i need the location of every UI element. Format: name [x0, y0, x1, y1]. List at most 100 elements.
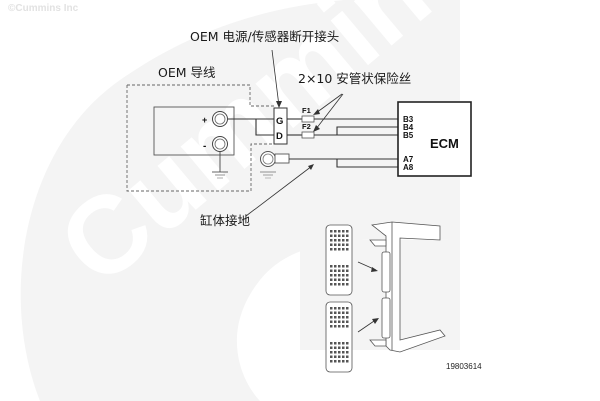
- connector-pin-hole: [342, 316, 345, 319]
- connector-pin-hole: [346, 265, 349, 268]
- connector-pin-hole: [334, 248, 337, 251]
- wire-ground-to-a8: [336, 159, 399, 168]
- connector-pin-hole: [338, 269, 341, 272]
- ecm-box: [397, 101, 472, 177]
- fuse-f1-label: F1: [302, 106, 311, 115]
- connector-pin-hole: [330, 248, 333, 251]
- connector-pin-hole: [342, 346, 345, 349]
- ecm-pin-b4: B4: [403, 123, 414, 132]
- connector-pin-hole: [330, 230, 333, 233]
- connector-pin-hole: [334, 278, 337, 281]
- battery-negative-terminal-icon: [212, 136, 228, 152]
- connector-pin-hole: [342, 351, 345, 354]
- connector-pin-hole: [338, 243, 341, 246]
- connector-pin-hole: [346, 239, 349, 242]
- connector-pin-hole: [342, 355, 345, 358]
- connector-pin-hole: [330, 360, 333, 363]
- ecm-lower-port: [381, 297, 391, 339]
- connector-pin-hole: [342, 239, 345, 242]
- copyright-notice: ©Cummins Inc: [8, 3, 79, 14]
- fuse-f1-leader-arrow: [313, 109, 320, 115]
- connector-pin-hole: [330, 316, 333, 319]
- connector-pin-hole: [334, 316, 337, 319]
- connector-pin-hole: [330, 346, 333, 349]
- connector-pin-hole: [330, 283, 333, 286]
- ecm-pin-b3: B3: [403, 115, 414, 124]
- battery-ground-icon: [212, 171, 228, 179]
- fuse-f2-leader-arrow: [313, 125, 320, 132]
- connector-pin-hole: [334, 243, 337, 246]
- connector-pin-hole: [338, 239, 341, 242]
- battery-positive-label: +: [202, 115, 207, 125]
- connector-pin-hole: [334, 283, 337, 286]
- oem-connector-label: OEM 电源/传感器断开接头: [190, 29, 339, 44]
- battery-positive-branch-wire: [255, 119, 274, 136]
- connector-pin-hole: [342, 325, 345, 328]
- ground-leader-arrow: [308, 164, 314, 170]
- connector-pin-hole: [338, 320, 341, 323]
- connector-pin-hole: [342, 278, 345, 281]
- connector-pin-hole: [334, 234, 337, 237]
- watermark-shape: [20, 0, 460, 401]
- connector-pin-hole: [346, 243, 349, 246]
- connector-pin-hole: [338, 351, 341, 354]
- connector-pin-hole: [334, 351, 337, 354]
- ecm-top-flange: [369, 239, 387, 247]
- battery-negative-label: -: [203, 141, 206, 152]
- connector-pin-g: G: [276, 116, 283, 127]
- connector-pin-hole: [342, 248, 345, 251]
- connector-pin-hole: [338, 248, 341, 251]
- connector-pin-hole: [338, 283, 341, 286]
- connector-pin-hole: [334, 325, 337, 328]
- connector-pin-hole: [330, 320, 333, 323]
- connector-pin-hole: [342, 342, 345, 345]
- connector-pin-hole: [346, 278, 349, 281]
- fuse-f2-icon: [301, 131, 315, 139]
- connector-pin-hole: [334, 239, 337, 242]
- connector-pin-hole: [334, 269, 337, 272]
- upper-harness-connector: [325, 224, 353, 296]
- figure-number: 19803614: [446, 362, 482, 371]
- fuse-f1-leader-line: [315, 93, 343, 114]
- ecm-pin-b5: B5: [403, 131, 414, 140]
- connector-pin-hole: [338, 274, 341, 277]
- connector-pin-hole: [330, 342, 333, 345]
- connector-pin-hole: [346, 325, 349, 328]
- connector-pin-hole: [334, 230, 337, 233]
- connector-pin-hole: [334, 355, 337, 358]
- connector-pin-hole: [342, 311, 345, 314]
- connector-pin-hole: [330, 234, 333, 237]
- oem-disconnect-connector: [273, 107, 288, 145]
- connector-pin-d: D: [276, 131, 283, 142]
- connector-pin-hole: [346, 346, 349, 349]
- connector-pin-hole: [338, 316, 341, 319]
- connector-pin-hole: [330, 355, 333, 358]
- ecm-title: ECM: [430, 136, 459, 151]
- connector-pin-hole: [330, 351, 333, 354]
- connector-pin-hole: [342, 320, 345, 323]
- connector-pin-hole: [330, 265, 333, 268]
- connector-pin-hole: [346, 230, 349, 233]
- connector-pin-hole: [346, 283, 349, 286]
- connector-pin-hole: [342, 230, 345, 233]
- connector-pin-hole: [342, 269, 345, 272]
- lower-connector-arrow: [372, 318, 379, 324]
- lower-harness-connector: [325, 301, 353, 373]
- battery-positive-terminal-icon: [212, 111, 228, 127]
- connector-pin-hole: [338, 355, 341, 358]
- connector-pin-hole: [346, 234, 349, 237]
- fuses-label: 2×10 安管状保险丝: [298, 71, 411, 86]
- connector-pin-hole: [334, 346, 337, 349]
- connector-pin-hole: [338, 265, 341, 268]
- connector-pin-hole: [346, 342, 349, 345]
- connector-pin-hole: [330, 307, 333, 310]
- connector-pin-hole: [334, 307, 337, 310]
- connector-pin-hole: [338, 278, 341, 281]
- connector-pin-hole: [342, 307, 345, 310]
- ecm-pin-a7: A7: [403, 155, 414, 164]
- battery-box: [153, 106, 235, 156]
- connector-pin-hole: [346, 311, 349, 314]
- ecm-connector-illustration: [325, 221, 446, 373]
- connector-pin-hole: [334, 265, 337, 268]
- connector-pin-hole: [346, 316, 349, 319]
